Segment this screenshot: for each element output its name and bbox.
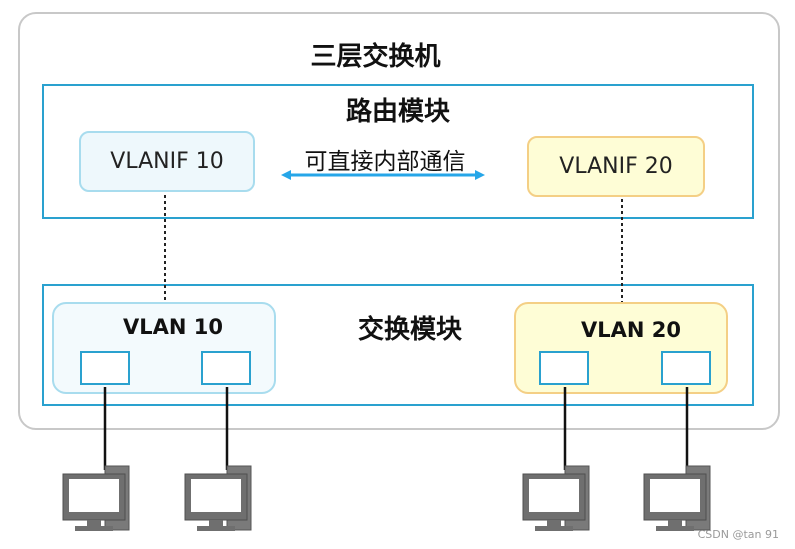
vlanif-20-label: VLANIF 20 [559,154,673,179]
switch-port [539,351,589,385]
switching-module-title: 交换模块 [357,315,462,345]
switch-port [80,351,130,385]
vlanif-10-box: VLANIF 10 [79,131,255,192]
vlan-10-label: VLAN 10 [123,315,223,339]
routing-module-box [42,84,754,219]
routing-module-title: 路由模块 [345,97,450,127]
computer-icon [62,465,130,531]
computer-icon [522,465,590,531]
switching-module-box [42,284,754,406]
vlan-20-label: VLAN 20 [581,318,681,342]
watermark: CSDN @tan 91 [697,528,779,541]
computer-icon [184,465,252,531]
switch-port [661,351,711,385]
diagram-title: 三层交换机 [310,42,441,72]
vlanif-10-label: VLANIF 10 [110,149,224,174]
computer-icon [643,465,711,531]
switch-port [201,351,251,385]
vlanif-20-box: VLANIF 20 [527,136,705,197]
